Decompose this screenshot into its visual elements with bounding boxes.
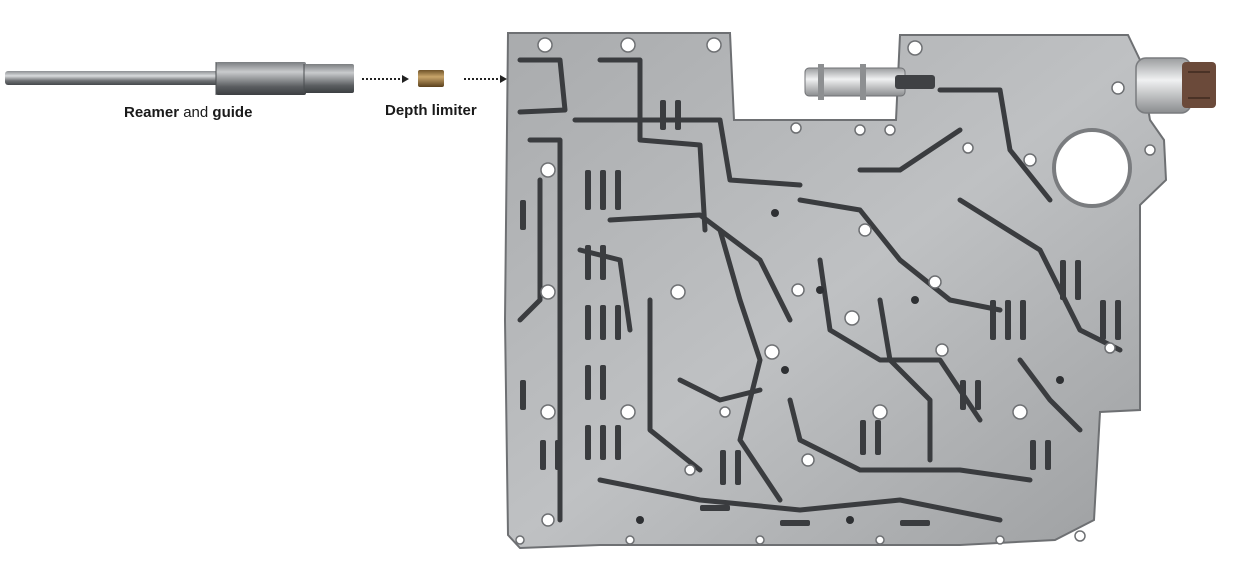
depth-limiter-caption: Depth limiter (385, 102, 477, 119)
dotted-arrow-2 (464, 75, 507, 83)
valve-body-plate (503, 32, 1216, 550)
reamer-word: Reamer (124, 104, 180, 121)
reamer-and-guide-caption: Reamer and guide (124, 104, 252, 121)
and-word: and (183, 104, 209, 121)
spool-valve-part (804, 64, 935, 100)
reamer-and-guide (5, 62, 354, 95)
dotted-arrow-1 (362, 75, 409, 83)
guide-word: guide (212, 104, 253, 121)
depth-limiter-bushing (418, 70, 444, 87)
solenoid-connector (1135, 57, 1216, 114)
